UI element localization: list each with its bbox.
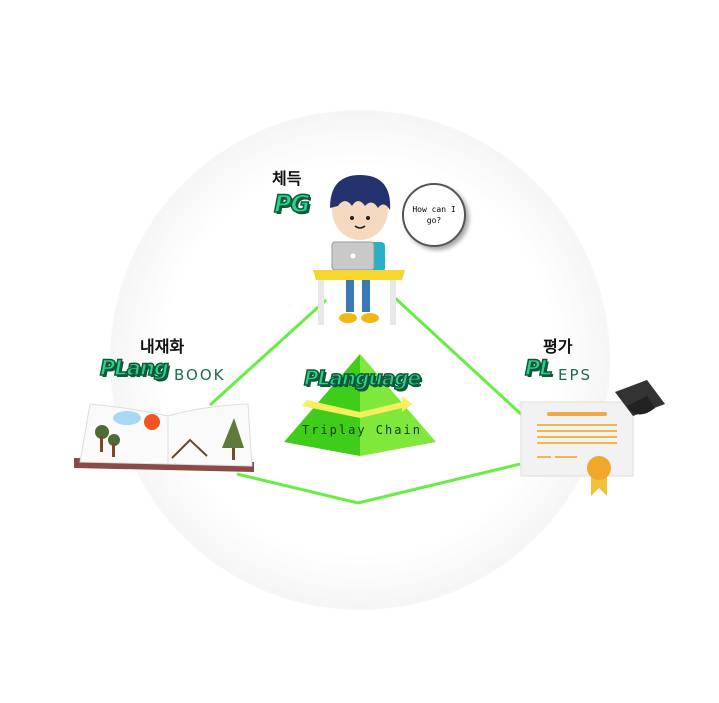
book-sublabel: BOOK xyxy=(174,366,226,384)
plang-logo: PLang xyxy=(99,355,169,381)
triplay-chain-caption: Triplay Chain xyxy=(302,423,422,437)
top-node-label: 체득 xyxy=(272,169,302,188)
right-node-label: 평가 xyxy=(543,337,573,356)
boy-with-laptop-icon xyxy=(313,175,405,325)
open-book-icon xyxy=(74,403,254,472)
planguage-logo: PLanguage xyxy=(303,365,422,391)
eps-sublabel: EPS xyxy=(558,366,593,384)
pg-logo: PG xyxy=(273,189,311,219)
speech-bubble: How can I go? xyxy=(402,183,466,247)
green-pyramid-icon xyxy=(284,354,436,456)
left-node-label: 내재화 xyxy=(140,337,185,356)
pl-logo: PL xyxy=(524,355,553,381)
certificate-graduation-icon xyxy=(520,380,665,496)
